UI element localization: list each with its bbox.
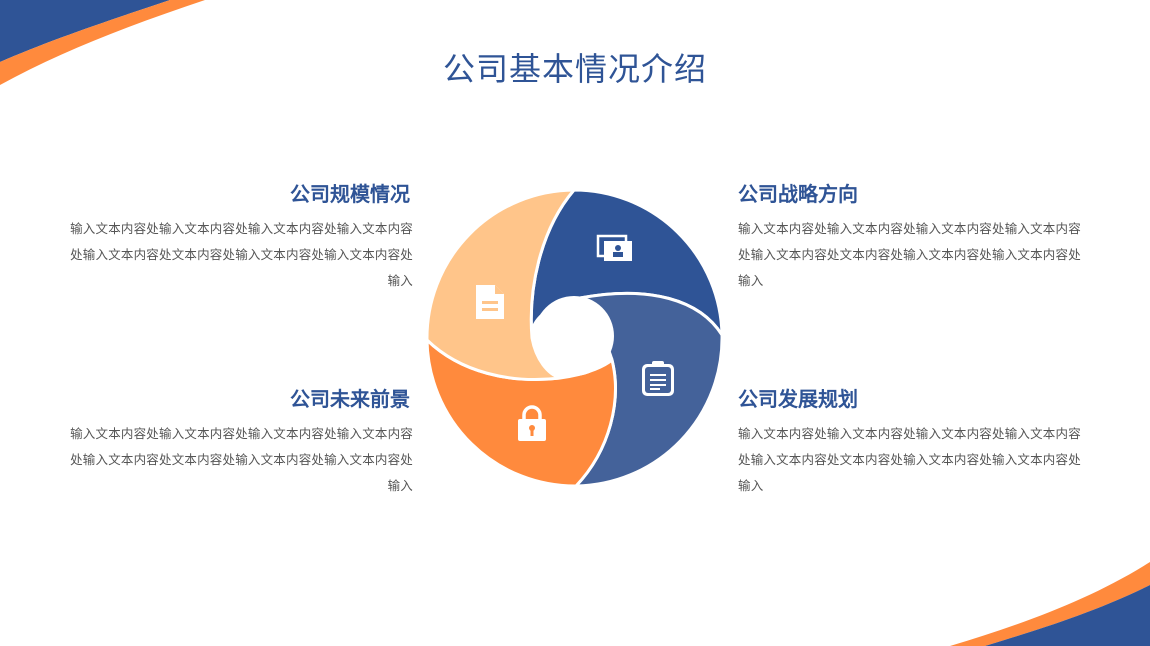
body-company-scale: 输入文本内容处输入文本内容处输入文本内容处输入文本内容处输入文本内容处文本内容处… (70, 221, 413, 288)
presentation-icon (596, 234, 632, 261)
lock-icon (518, 405, 546, 441)
bottom-right-blue-swoosh (985, 585, 1150, 646)
heading-company-strategy: 公司战略方向 (738, 182, 858, 206)
body-company-strategy: 输入文本内容处输入文本内容处输入文本内容处输入文本内容处输入文本内容处文本内容处… (738, 221, 1081, 288)
document-icon (476, 285, 504, 319)
body-company-future: 输入文本内容处输入文本内容处输入文本内容处输入文本内容处输入文本内容处文本内容处… (70, 426, 413, 493)
top-left-blue-swoosh (0, 0, 170, 62)
page-title: 公司基本情况介绍 (442, 50, 707, 88)
heading-company-plan: 公司发展规划 (738, 387, 858, 411)
wheel-center-hole (534, 296, 614, 376)
body-company-plan: 输入文本内容处输入文本内容处输入文本内容处输入文本内容处输入文本内容处文本内容处… (738, 426, 1081, 493)
heading-company-scale: 公司规模情况 (290, 182, 410, 206)
clipboard-icon (642, 361, 674, 396)
heading-company-future: 公司未来前景 (290, 387, 410, 411)
wheel-segment-top-left (425, 188, 578, 381)
